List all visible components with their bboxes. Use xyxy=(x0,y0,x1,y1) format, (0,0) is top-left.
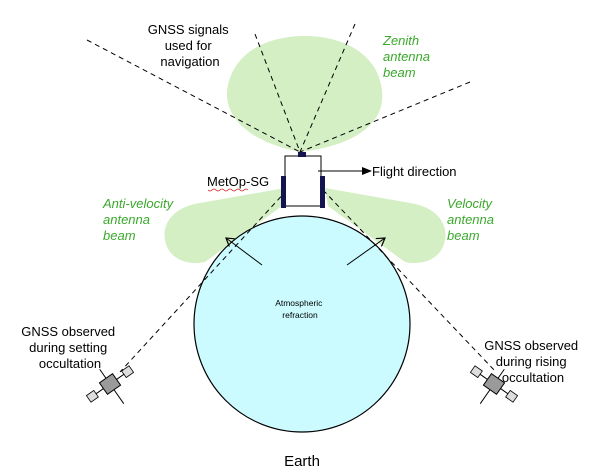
zenith-antenna-beam xyxy=(226,36,383,152)
velocity-beam-label: Velocity antenna beam xyxy=(447,196,498,243)
satellite-icon xyxy=(281,152,325,208)
satellite-label: MetOp-SG xyxy=(207,174,269,189)
satellite-label-underline xyxy=(207,188,249,192)
occultation-signal-lines xyxy=(119,189,497,373)
anti-velocity-antenna-beam xyxy=(164,188,285,264)
velocity-antenna-beam xyxy=(325,188,446,264)
setting-occultation-label: GNSS observed during setting occultation xyxy=(21,324,119,371)
refraction-arrows xyxy=(226,238,385,266)
flight-direction-label: Flight direction xyxy=(372,164,457,179)
gnss-satellite-icon xyxy=(85,365,135,404)
gnss-navigation-label: GNSS signals used for navigation xyxy=(148,22,233,69)
zenith-beam-label: Zenith antenna beam xyxy=(382,33,434,80)
gnss-navigation-signal-lines xyxy=(86,23,471,153)
atmospheric-refraction-label: Atmospheric refraction xyxy=(275,298,325,320)
earth-circle xyxy=(193,215,411,433)
earth-label: Earth xyxy=(284,453,320,470)
anti-velocity-beam-label: Anti-velocity antenna beam xyxy=(102,196,177,243)
rising-occultation-label: GNSS observed during rising occultation xyxy=(484,338,582,385)
gnss-satellite-icon xyxy=(469,365,519,404)
